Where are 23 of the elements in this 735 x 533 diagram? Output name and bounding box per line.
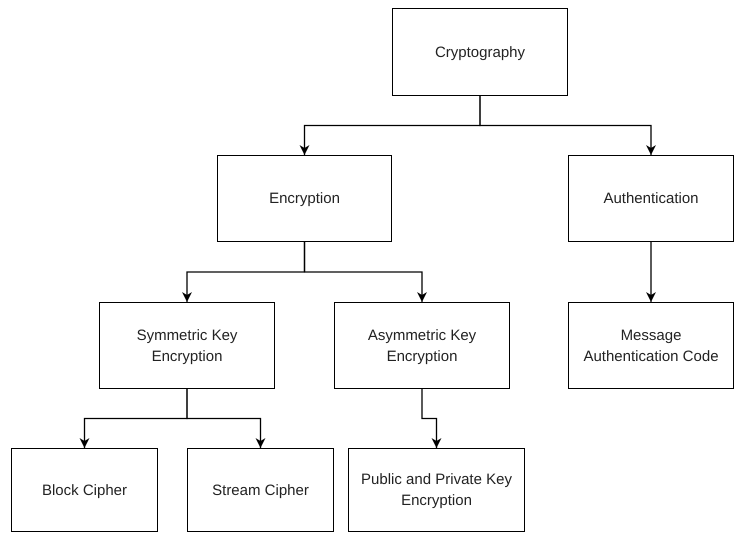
node-label: Asymmetric Key Encryption (366, 326, 478, 366)
node-label: Authentication (603, 189, 699, 209)
node-label: Public and Private Key Encryption (360, 470, 513, 511)
process-box (217, 155, 392, 242)
process-box (99, 302, 275, 389)
process-box (11, 448, 158, 532)
node-label: Message Authentication Code (582, 326, 720, 366)
process-box (392, 8, 568, 96)
node-label: Cryptography (434, 42, 526, 62)
arrow (646, 242, 656, 302)
arrow (186, 389, 266, 448)
process-box (568, 155, 734, 242)
node-label: Block Cipher (42, 480, 128, 500)
arrow (304, 242, 427, 302)
process-box (187, 448, 334, 532)
process-box (334, 302, 510, 389)
process-box (568, 302, 734, 389)
process-box (348, 448, 525, 532)
node-label: Encryption (269, 189, 340, 209)
arrow (421, 389, 442, 448)
node-label: Stream Cipher (212, 480, 309, 500)
arrow (479, 96, 656, 155)
node-label: Symmetric Key Encryption (136, 326, 238, 366)
